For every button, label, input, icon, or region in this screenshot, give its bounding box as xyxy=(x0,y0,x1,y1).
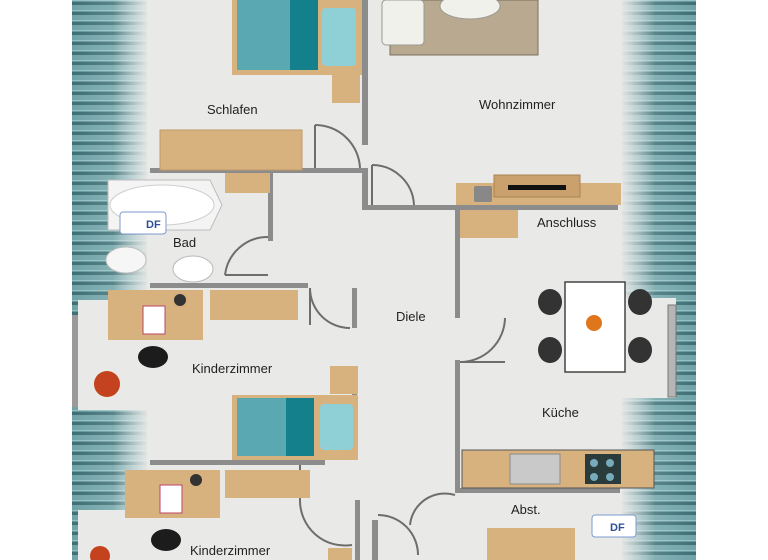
roof-window-badge-abst: DF xyxy=(591,514,637,538)
nightstand xyxy=(332,75,360,103)
chair-kinderzimmer-1 xyxy=(138,346,168,368)
nightstand-kinderzimmer-1 xyxy=(330,366,358,394)
lamp-kinderzimmer-1 xyxy=(174,294,186,306)
sofa-table-wohnzimmer xyxy=(381,0,539,56)
shelf-kinderzimmer-1 xyxy=(210,290,298,320)
room-label-schlafen: Schlafen xyxy=(207,102,258,117)
chair-kinderzimmer-2 xyxy=(151,529,181,551)
tv-cabinet xyxy=(456,174,621,205)
lamp-kinderzimmer-2 xyxy=(190,474,202,486)
room-label-abst: Abst. xyxy=(511,502,541,517)
window-right xyxy=(667,304,677,398)
roof-slope-left xyxy=(72,0,147,560)
shelf-abst xyxy=(487,528,575,560)
window-left xyxy=(72,315,78,407)
bed-schlafen xyxy=(232,0,362,75)
wardrobe-schlafen xyxy=(159,129,303,171)
kitchen-counter xyxy=(461,449,655,489)
room-label-bad: Bad xyxy=(173,235,196,250)
dormer-kinderzimmer-2 xyxy=(78,510,148,560)
shelf-schlafen xyxy=(225,173,270,193)
counter-anschluss xyxy=(460,210,518,238)
toilet xyxy=(105,246,147,274)
roof-window-badge-bad: DF xyxy=(119,211,167,235)
df-badge-text-2: DF xyxy=(610,522,625,534)
paper-kinderzimmer-1 xyxy=(142,305,166,335)
room-label-kinderzimmer-2: Kinderzimmer xyxy=(190,543,271,558)
furniture-kinderzimmer-2-bottom xyxy=(328,548,352,560)
plant-kinderzimmer-2 xyxy=(90,546,110,560)
room-label-kuche: Küche xyxy=(542,405,579,420)
sink xyxy=(172,255,214,283)
shelf-kinderzimmer-2 xyxy=(225,470,310,498)
room-label-diele: Diele xyxy=(396,309,426,324)
bed-kinderzimmer-1 xyxy=(232,395,358,460)
dining-table xyxy=(538,281,652,373)
room-label-kinderzimmer-1: Kinderzimmer xyxy=(192,361,273,376)
room-label-wohnzimmer: Wohnzimmer xyxy=(479,97,556,112)
room-label-anschluss: Anschluss xyxy=(537,215,597,230)
df-badge-text-1: DF xyxy=(146,219,161,231)
plant-kinderzimmer-1 xyxy=(94,371,120,397)
paper-kinderzimmer-2 xyxy=(159,484,183,514)
